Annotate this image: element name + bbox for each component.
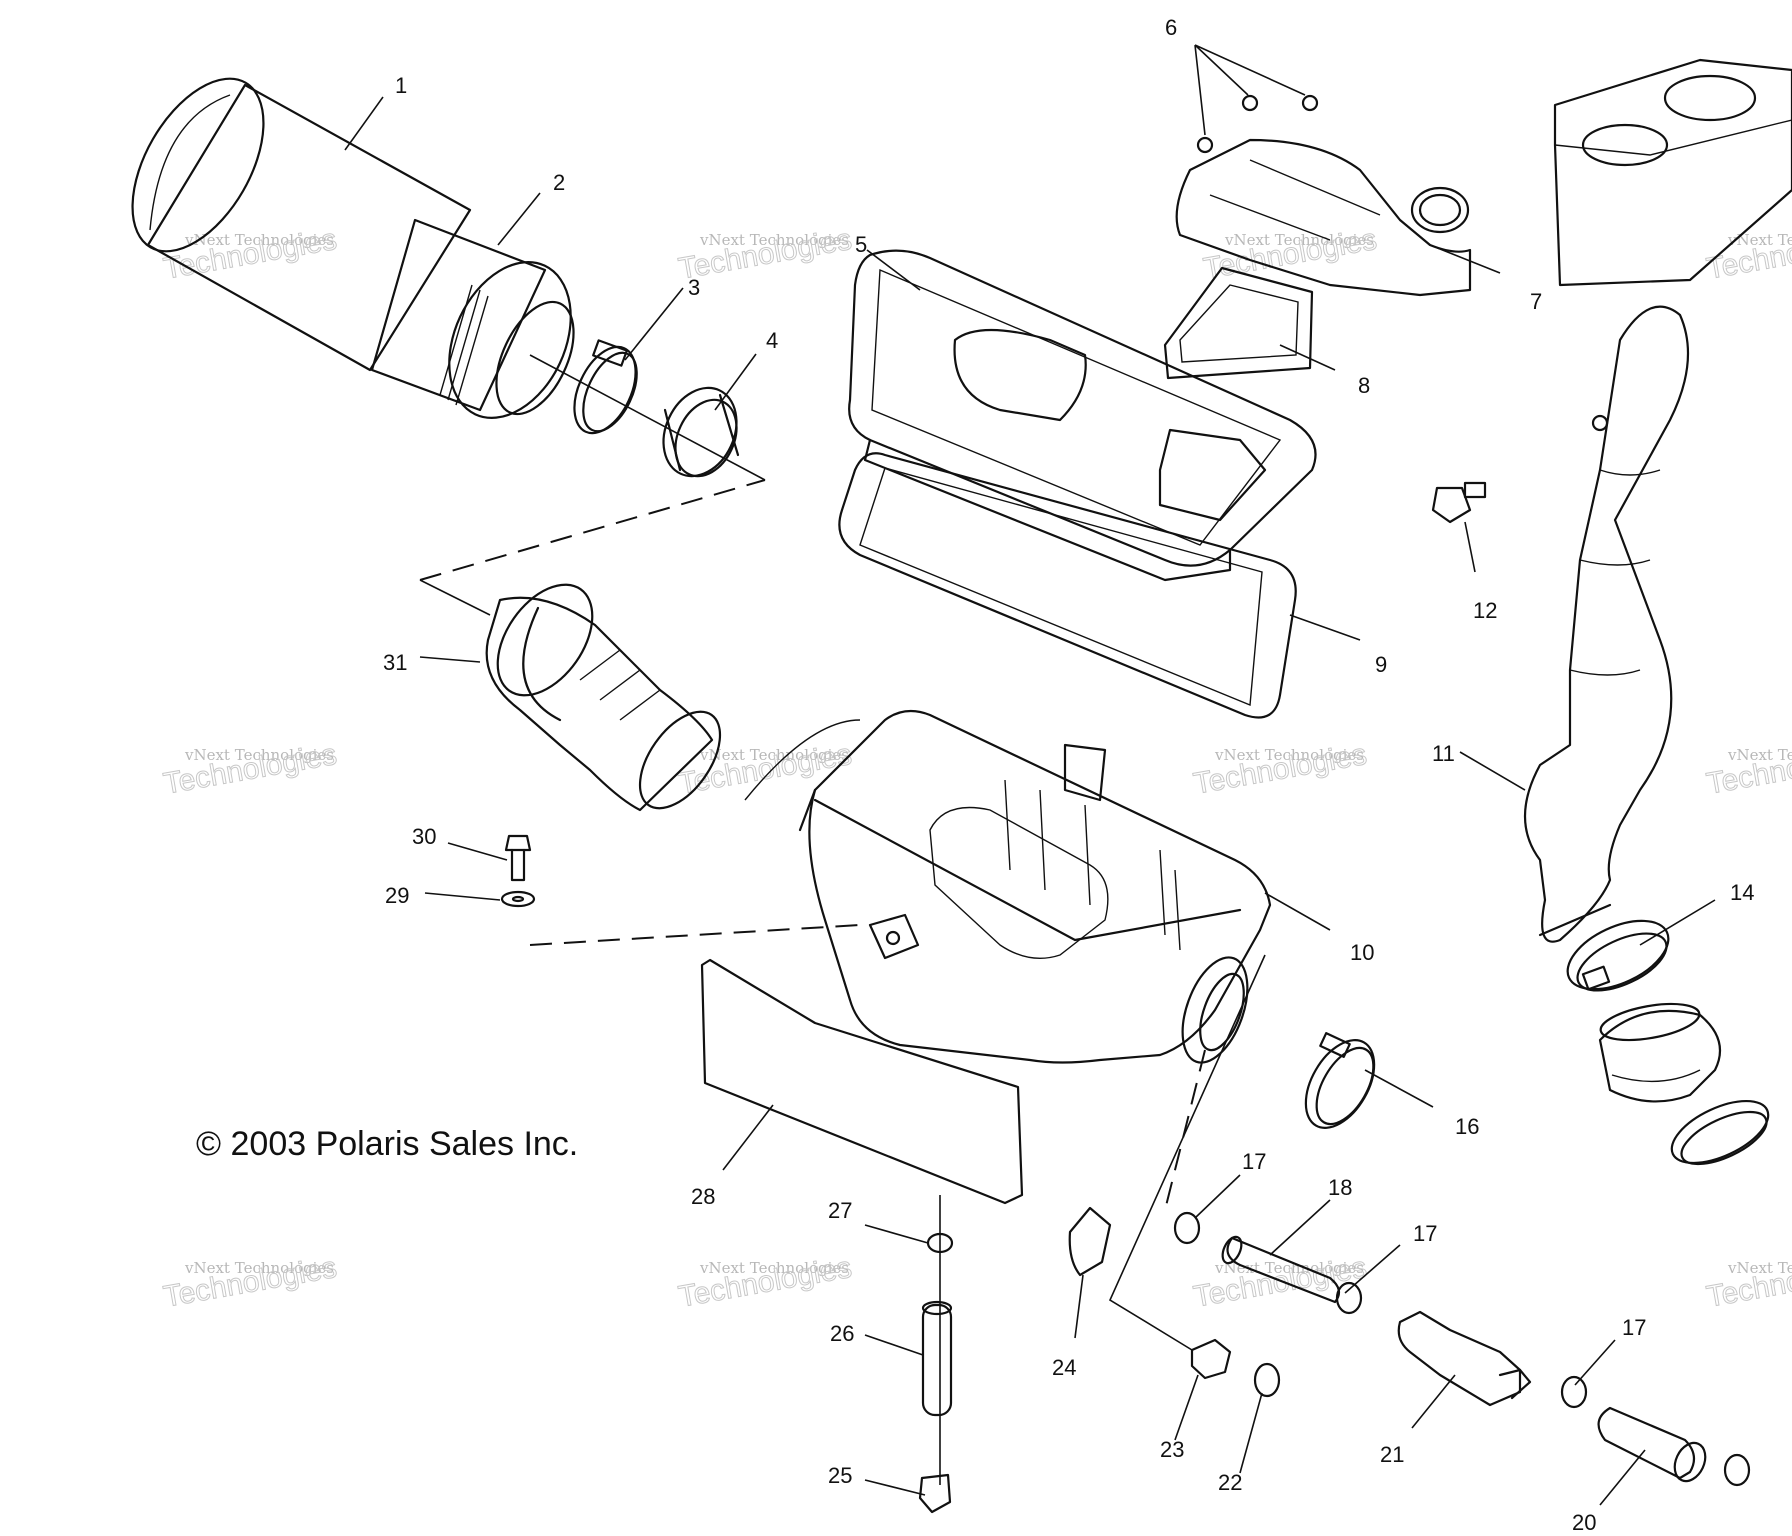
callout-8: 8 bbox=[1358, 373, 1370, 398]
part-11-intake-hose bbox=[1524, 305, 1690, 943]
watermark: vNext Technologies Technologies bbox=[161, 737, 340, 801]
callout-28: 28 bbox=[691, 1184, 715, 1209]
watermark: vNext Technologies Technologies bbox=[1704, 1250, 1792, 1314]
part-engine-housing bbox=[1553, 58, 1792, 287]
part-29-washer bbox=[500, 890, 536, 908]
watermark: vNext Technologies Technologies bbox=[676, 737, 855, 801]
callout-labels: 1 2 3 4 5 6 7 8 9 10 11 12 14 16 17 17 1… bbox=[383, 15, 1754, 1535]
watermark-line1: vNext Technologies bbox=[1727, 1259, 1792, 1277]
callout-9: 9 bbox=[1375, 652, 1387, 677]
watermark-line1: vNext Technologies bbox=[1224, 231, 1374, 249]
watermark-line1: vNext Technologies bbox=[1727, 746, 1792, 764]
callout-23: 23 bbox=[1160, 1437, 1184, 1462]
part-5-airbox-cover bbox=[848, 249, 1317, 582]
watermark: vNext Technologies Technologies bbox=[1201, 222, 1380, 286]
parts-artwork bbox=[131, 58, 1792, 1514]
part-16-clamp bbox=[1304, 1032, 1376, 1129]
part-18-hose bbox=[1221, 1235, 1341, 1304]
watermark-line1: vNext Technologies bbox=[1214, 746, 1364, 764]
watermark: vNext Technologies Technologies bbox=[161, 222, 340, 286]
watermark-line1: vNext Technologies bbox=[1214, 1259, 1364, 1277]
callout-29: 29 bbox=[385, 883, 409, 908]
callout-12: 12 bbox=[1473, 598, 1497, 623]
part-10-airbox-base bbox=[798, 709, 1272, 1064]
watermark: vNext Technologies Technologies bbox=[1191, 1250, 1370, 1314]
watermark-line1: vNext Technologies bbox=[184, 746, 334, 764]
callout-24: 24 bbox=[1052, 1355, 1076, 1380]
watermark: vNext Technologies Technologies bbox=[161, 1250, 340, 1314]
callout-7: 7 bbox=[1530, 289, 1542, 314]
assembly-lines bbox=[419, 354, 1266, 1485]
copyright-notice: © 2003 Polaris Sales Inc. bbox=[196, 1125, 578, 1163]
watermark-line1: vNext Technologies bbox=[184, 1259, 334, 1277]
part-26-tube bbox=[921, 1300, 953, 1417]
callout-18: 18 bbox=[1328, 1175, 1352, 1200]
watermark-line1: vNext Technologies bbox=[699, 746, 849, 764]
watermark-line1: vNext Technologies bbox=[1727, 231, 1792, 249]
callout-17-a: 17 bbox=[1242, 1149, 1266, 1174]
part-28-pad bbox=[700, 958, 1024, 1205]
callout-2: 2 bbox=[553, 170, 565, 195]
callout-20: 20 bbox=[1572, 1510, 1596, 1535]
part-7-intake-duct bbox=[1175, 138, 1472, 297]
part-1-filter-sleeve bbox=[131, 77, 472, 372]
callout-25: 25 bbox=[828, 1463, 852, 1488]
callout-27: 27 bbox=[828, 1198, 852, 1223]
part-12-clip bbox=[1431, 481, 1487, 524]
part-4-ring bbox=[662, 386, 740, 478]
watermark-line1: vNext Technologies bbox=[184, 231, 334, 249]
callout-16: 16 bbox=[1455, 1114, 1479, 1139]
part-30-bolt bbox=[504, 834, 532, 882]
part-31-intake-boot bbox=[485, 583, 722, 812]
part-20-hose bbox=[1597, 1406, 1707, 1483]
callout-26: 26 bbox=[830, 1321, 854, 1346]
callout-31: 31 bbox=[383, 650, 407, 675]
callout-17-b: 17 bbox=[1413, 1221, 1437, 1246]
watermark: vNext Technologies Technologies bbox=[1191, 737, 1370, 801]
part-2-filter-element bbox=[370, 218, 575, 419]
part-21-drain-valve bbox=[1397, 1310, 1532, 1407]
watermark: vNext Technologies Technologies bbox=[1704, 222, 1792, 286]
part-14-clamp bbox=[1566, 919, 1670, 992]
part-25-clip bbox=[918, 1473, 952, 1514]
callout-10: 10 bbox=[1350, 940, 1374, 965]
watermark-line1: vNext Technologies bbox=[699, 231, 849, 249]
callout-3: 3 bbox=[688, 275, 700, 300]
part-6-screws bbox=[1196, 94, 1319, 154]
watermark: vNext Technologies Technologies bbox=[676, 1250, 855, 1314]
part-adapter-right bbox=[1598, 1002, 1722, 1103]
part-24-bracket bbox=[1068, 1206, 1112, 1277]
callout-leaders bbox=[344, 44, 1716, 1506]
callout-17-c: 17 bbox=[1622, 1315, 1646, 1340]
callout-4: 4 bbox=[766, 328, 778, 353]
callout-6: 6 bbox=[1165, 15, 1177, 40]
callout-22: 22 bbox=[1218, 1470, 1242, 1495]
part-3-clamp bbox=[573, 339, 638, 435]
part-17-small-clamps bbox=[1173, 1211, 1751, 1487]
callout-5: 5 bbox=[855, 232, 867, 257]
part-8-gasket bbox=[1163, 266, 1314, 380]
callout-14: 14 bbox=[1730, 880, 1754, 905]
callout-1: 1 bbox=[395, 73, 407, 98]
callout-21: 21 bbox=[1380, 1442, 1404, 1467]
part-22-clamp bbox=[1253, 1362, 1281, 1398]
part-clamp-lower-right bbox=[1670, 1099, 1770, 1166]
part-23-plug bbox=[1190, 1338, 1232, 1380]
callout-11: 11 bbox=[1432, 741, 1455, 766]
watermark: vNext Technologies Technologies bbox=[676, 222, 855, 286]
watermark-line1: vNext Technologies bbox=[699, 1259, 849, 1277]
callout-30: 30 bbox=[412, 824, 436, 849]
watermark: vNext Technologies Technologies bbox=[1704, 737, 1792, 801]
part-9-seal bbox=[838, 452, 1297, 719]
